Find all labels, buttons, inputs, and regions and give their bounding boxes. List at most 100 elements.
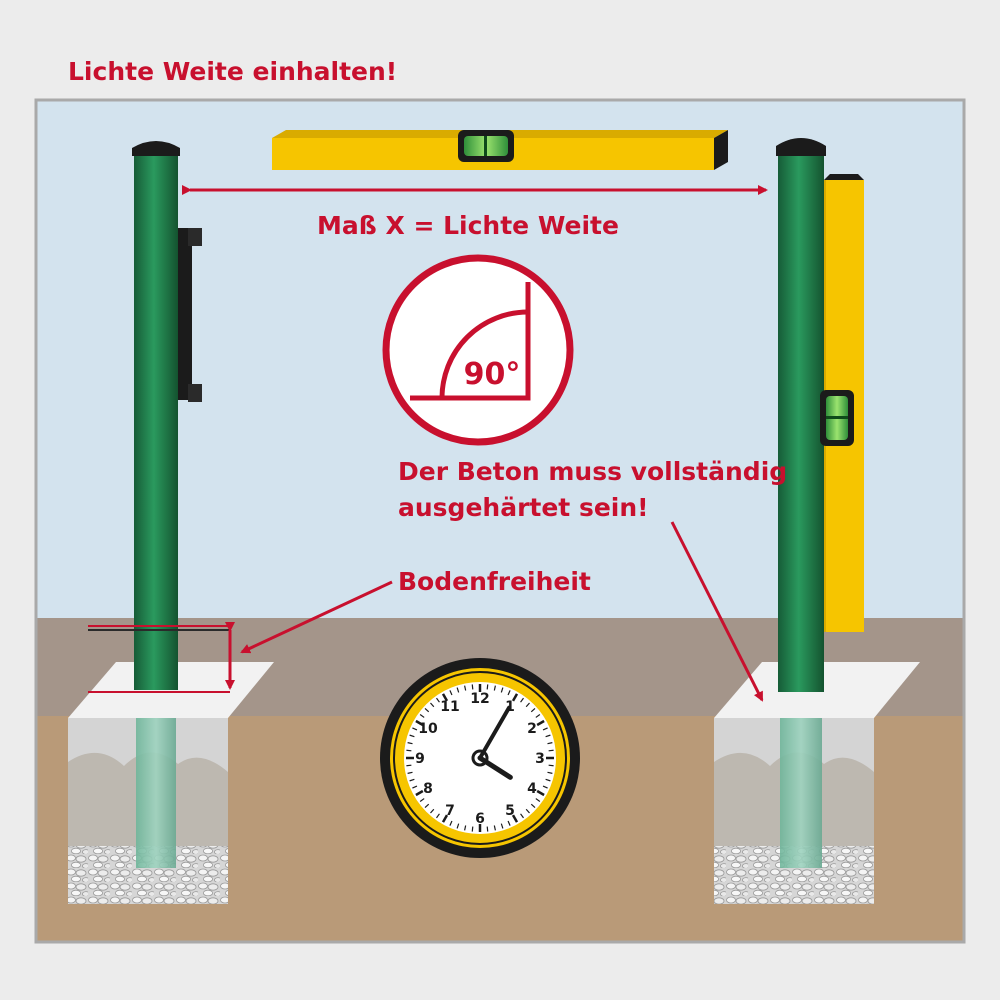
clock-tick [441, 814, 449, 823]
clock-number: 3 [535, 751, 545, 767]
level-vial-mark [484, 136, 487, 156]
clock-tick [500, 823, 504, 829]
clock-tick [511, 693, 519, 702]
clock-number: 5 [505, 803, 515, 819]
clock-minute-hand [478, 705, 511, 760]
clock-tick [511, 814, 519, 823]
measure-label: Maß X = Lichte Weite [317, 211, 619, 240]
clock-number: 10 [418, 721, 438, 737]
clock-tick [542, 785, 548, 789]
clock-tick [441, 693, 449, 702]
clock-tick [536, 719, 545, 727]
clock-number: 11 [440, 699, 459, 715]
concrete-note-line2: ausgehärtet sein! [398, 493, 649, 522]
spirit-level-icon [820, 174, 864, 632]
left-bracket-tab-bottom [188, 384, 202, 402]
clock-tick [471, 684, 474, 690]
clock-tick [507, 690, 511, 696]
clearance-pointer-arrow [240, 580, 393, 654]
clock-tick [535, 798, 541, 802]
right-foundation [714, 662, 920, 904]
clock-tick [493, 825, 496, 831]
clock-number: 4 [527, 781, 537, 797]
clock-tick [415, 719, 424, 727]
vlevel-top-face [824, 174, 864, 180]
clock-number: 9 [415, 751, 425, 767]
clock-tick [545, 734, 551, 738]
clock-tick [436, 697, 440, 703]
clock-tick [547, 771, 553, 774]
clock-ticks [406, 684, 554, 832]
clock-tick [406, 749, 412, 752]
right-angle-icon: 90° [382, 254, 574, 446]
clock-tick [456, 687, 460, 693]
vlevel-vial-mark [826, 416, 848, 419]
clearance-label: Bodenfreiheit [398, 567, 591, 596]
right-angle-circle [382, 254, 574, 446]
clock-tick [493, 685, 496, 691]
clock-tick [530, 803, 536, 808]
clock-tick [419, 714, 425, 718]
clock-tick [535, 714, 541, 718]
left-post [132, 141, 202, 690]
clock-number: 6 [475, 811, 485, 827]
clock-tick [456, 823, 460, 829]
clock-tick [507, 820, 511, 826]
clock-tick [409, 734, 415, 738]
level-end-face [714, 130, 728, 170]
clock-tick [536, 789, 545, 797]
clock-tick [500, 687, 504, 693]
clock-number: 2 [527, 721, 537, 737]
clock-tick [407, 771, 413, 774]
clock-inner-ring [393, 671, 567, 845]
clock-icon: 121234567891011 [380, 658, 580, 858]
diagram-title: Lichte Weite einhalten! [68, 57, 397, 86]
scene-frame [34, 98, 966, 944]
right-angle-arc [439, 309, 529, 399]
clock-tick [449, 690, 453, 696]
clock-tick [436, 813, 440, 819]
fence-post-icon [778, 150, 824, 692]
left-post-buried [136, 718, 176, 868]
clock-tick [415, 789, 424, 797]
clock-tick [530, 708, 536, 713]
clock-tick [548, 749, 554, 752]
right-post [776, 138, 826, 692]
clock-tick [486, 826, 489, 832]
concrete-note-arrow [670, 521, 764, 702]
clock-tick [545, 778, 551, 782]
clock-tick [449, 820, 453, 826]
spirit-level-icon [272, 130, 728, 170]
clock-tick [430, 702, 435, 708]
clock-number: 12 [470, 691, 489, 707]
clock-tick [525, 808, 530, 814]
left-post-bracket [178, 228, 192, 400]
clock-tick [406, 764, 412, 767]
clock-tick [407, 742, 413, 745]
left-foundation [68, 662, 274, 904]
clock-tick [464, 685, 467, 691]
clock-tick [471, 826, 474, 832]
clock-tick [409, 778, 415, 782]
clock-tick [412, 785, 418, 789]
clock-number: 8 [423, 781, 433, 797]
clock-tick [419, 798, 425, 802]
clock-tick [542, 727, 548, 731]
clock-tick [424, 803, 430, 808]
concrete-note-line1: Der Beton muss vollständig [398, 457, 787, 486]
clock-number: 7 [445, 803, 455, 819]
clock-tick [548, 764, 554, 767]
clock-tick [430, 808, 435, 814]
left-bracket-tab-top [188, 228, 202, 246]
clock-tick [486, 684, 489, 690]
clock-tick [464, 825, 467, 831]
clock-tick [520, 697, 524, 703]
left-post-cap [132, 141, 180, 156]
clock-tick [424, 708, 430, 713]
right-angle-corner [410, 282, 531, 401]
angle-label: 90° [464, 357, 521, 392]
clock-tick [525, 702, 530, 708]
right-post-cap [776, 138, 826, 156]
clock-tick [412, 727, 418, 731]
